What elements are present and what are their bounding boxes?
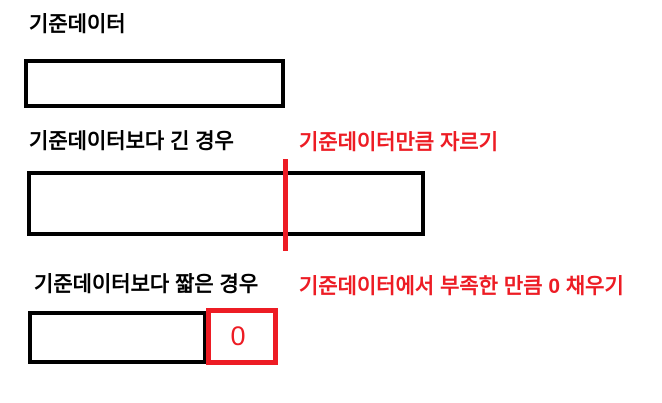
base-data-box — [24, 59, 285, 108]
base-data-title: 기준데이터 — [29, 13, 126, 36]
zero-padding-box: 0 — [206, 308, 278, 365]
pad-annotation: 기준데이터에서 부족한 만큼 0 채우기 — [299, 275, 624, 298]
cut-marker-line — [283, 159, 288, 251]
cut-annotation: 기준데이터만큼 자르기 — [299, 131, 499, 154]
longer-data-box — [27, 171, 425, 236]
zero-fill-value: 0 — [230, 321, 246, 351]
longer-case-title: 기준데이터보다 긴 경우 — [29, 130, 234, 153]
shorter-case-title: 기준데이터보다 짧은 경우 — [34, 273, 259, 296]
shorter-data-box — [28, 311, 207, 364]
